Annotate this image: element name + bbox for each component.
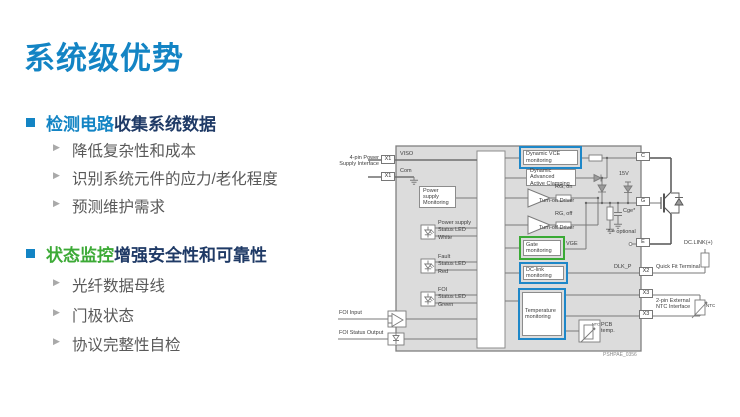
rg-off-label: RG, off xyxy=(555,211,573,217)
foi-status-led-icon xyxy=(387,332,405,346)
external-ntc-icon xyxy=(691,299,708,319)
optional-note: * = optional xyxy=(608,229,636,235)
led-green-label: FOI Status LED Green xyxy=(438,286,466,309)
terminal-x1: X1 xyxy=(381,172,395,181)
resistors xyxy=(555,154,710,268)
terminal-c: C xyxy=(636,152,650,161)
signal-wires xyxy=(338,157,706,340)
driver-triangles xyxy=(527,188,552,235)
bullet-heading-1-rest: 收集系统数据 xyxy=(114,115,216,134)
pcb-temp-label: PCB temp. xyxy=(601,322,615,335)
bullet-square-icon xyxy=(26,118,35,127)
bullet-heading-2-lead: 状态监控 xyxy=(46,246,114,265)
gate-driver-block-diagram: NTC NTC 4-pin Power Supply Interface X1 … xyxy=(336,128,740,380)
terminal-g: G xyxy=(636,197,650,206)
power-supply-interface-label: 4-pin Power Supply Interface xyxy=(339,155,379,168)
sub-bullet: 门极状态 xyxy=(72,308,135,325)
led-white-label: Power supply Status LED White xyxy=(438,219,472,242)
viso-label: VISO xyxy=(400,151,414,157)
ntc-interface-label: 2-pin External NTC Interface xyxy=(656,298,691,311)
foi-input-label: FOI Input xyxy=(339,310,362,316)
terminal-x3: X3 xyxy=(639,289,653,298)
terminal-x3: X3 xyxy=(639,310,653,319)
turn-on-driver-label: Turn-on Driver xyxy=(539,198,575,204)
quick-fit-terminal-label: Quick Fit Terminal xyxy=(656,264,700,270)
sub-bullet: 预测维护需求 xyxy=(72,199,166,216)
foi-input-amp-icon xyxy=(387,310,407,328)
igbt-loop xyxy=(649,157,672,245)
com-label: Com xyxy=(400,168,412,174)
triangle-bullet-icon: ▶ xyxy=(53,198,60,208)
active-clamping-box: Dynamic Advanced Active Clamping xyxy=(526,168,576,187)
page-title: 系统级优势 xyxy=(24,41,184,76)
bullet-heading-2: 状态监控增强安全性和可靠性 xyxy=(46,241,267,266)
pcb-ntc-icon xyxy=(578,319,601,343)
dc-link-plus-label: DC.LINK(+) xyxy=(684,240,713,246)
sub-bullet: 光纤数据母线 xyxy=(72,278,166,295)
gate-monitoring-box: Gate monitoring xyxy=(519,236,565,260)
bullet-heading-2-rest: 增强安全性和可靠性 xyxy=(114,246,267,265)
led-red-label: Fault Status LED Red xyxy=(438,253,466,276)
sub-bullet: 协议完整性自检 xyxy=(72,337,181,354)
figure-code: PSHPAE_0356 xyxy=(603,352,637,358)
dclink-monitoring-box: DC-link monitoring xyxy=(519,262,568,284)
turn-off-driver-label: Turn-off Driver xyxy=(539,225,575,231)
15v-label: 15V xyxy=(619,171,629,177)
diodes xyxy=(593,173,633,193)
ntc-label: NTC xyxy=(706,303,716,308)
igbt-symbol xyxy=(660,191,684,215)
triangle-bullet-icon: ▶ xyxy=(53,336,60,346)
foi-status-output-label: FOI Status Output xyxy=(339,330,384,336)
rg-on-label: RG, on xyxy=(555,184,573,190)
temperature-monitoring-box: Temperature monitoring xyxy=(518,288,566,340)
bullet-heading-1-lead: 检测电路 xyxy=(46,115,114,134)
vce-monitoring-box: Dynamic VCE monitoring xyxy=(519,146,582,169)
triangle-bullet-icon: ▶ xyxy=(53,277,60,287)
cge-label: Cge* xyxy=(623,208,636,214)
triangle-bullet-icon: ▶ xyxy=(53,170,60,180)
bullet-heading-1: 检测电路收集系统数据 xyxy=(46,110,216,135)
triangle-bullet-icon: ▶ xyxy=(53,142,60,152)
vge-label: VGE xyxy=(566,241,578,247)
bullet-square-icon xyxy=(26,249,35,258)
ntc-label: NTC xyxy=(592,323,600,327)
dlk-p-label: DLK_P xyxy=(614,264,632,270)
triangle-bullet-icon: ▶ xyxy=(53,307,60,317)
junction-dots xyxy=(584,156,630,205)
sub-bullet: 降低复杂性和成本 xyxy=(72,143,197,160)
cge-capacitor xyxy=(614,211,622,217)
terminal-x2: X2 xyxy=(639,267,653,276)
power-supply-monitoring-box: Power supply Monitoring xyxy=(419,186,456,208)
terminal-e: E xyxy=(636,238,650,247)
sub-bullet: 识别系统元件的应力/老化程度 xyxy=(72,171,278,188)
terminal-x1: X1 xyxy=(381,155,395,164)
